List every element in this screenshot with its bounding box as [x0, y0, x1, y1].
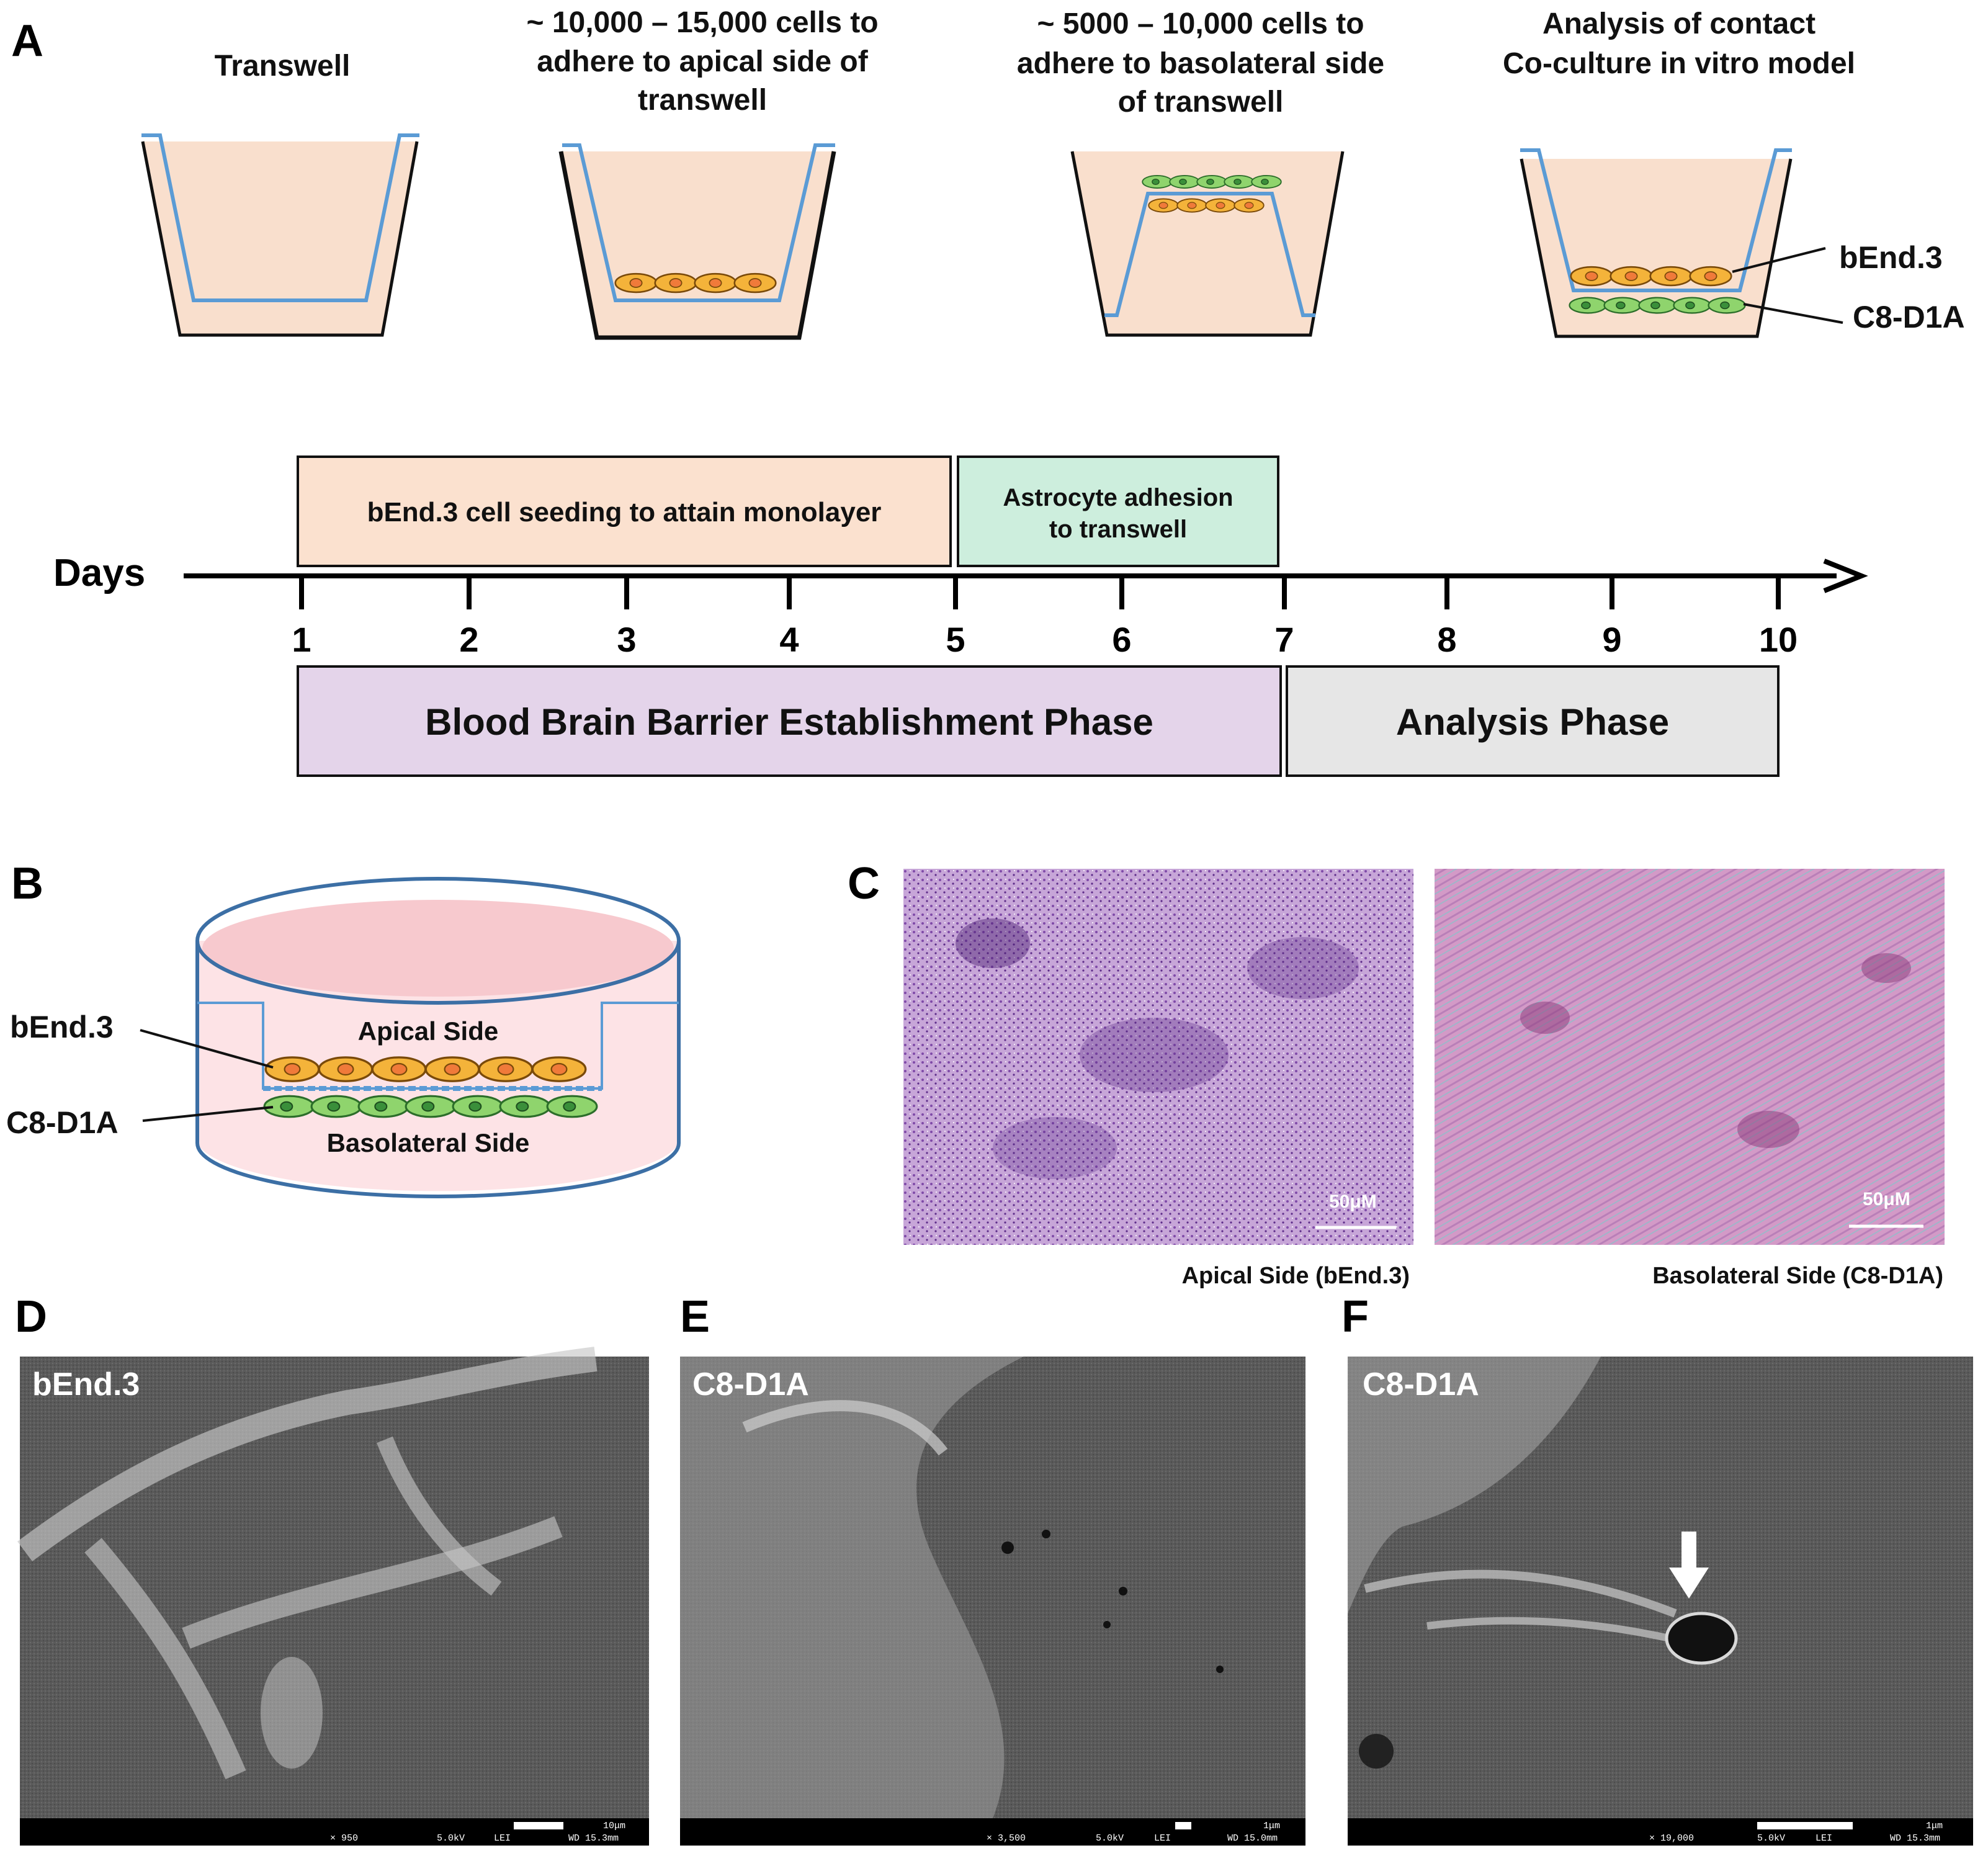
- analysis-phase-text: Analysis Phase: [1396, 701, 1669, 743]
- sem-wd-e: WD 15.0mm: [1227, 1833, 1278, 1844]
- sem-mag-e: × 3,500: [987, 1833, 1026, 1844]
- sem-det-f: LEI: [1816, 1833, 1832, 1844]
- svg-text:adhere to basolateral side: adhere to basolateral side: [1017, 47, 1384, 80]
- caption-basolateral: Basolateral Side (C8-D1A): [1652, 1263, 1943, 1289]
- svg-text:~ 10,000 – 15,000 cells to: ~ 10,000 – 15,000 cells to: [526, 6, 878, 39]
- sem-wd-d: WD 15.3mm: [568, 1833, 619, 1844]
- sem-kv-f: 5.0kV: [1757, 1833, 1785, 1844]
- caption-apical: Apical Side (bEnd.3): [1182, 1263, 1410, 1289]
- stage-header-basolateral: ~ 5000 – 10,000 cells to adhere to basol…: [1017, 7, 1384, 119]
- astro-text-1: Astrocyte adhesion: [1003, 484, 1233, 511]
- sem-label-f: C8-D1A: [1363, 1366, 1479, 1402]
- svg-text:of transwell: of transwell: [1118, 86, 1284, 119]
- day-label-9: 9: [1602, 620, 1621, 659]
- svg-text:~ 5000 – 10,000 cells to: ~ 5000 – 10,000 cells to: [1037, 7, 1364, 40]
- day-label-10: 10: [1759, 620, 1798, 659]
- day-label-2: 2: [459, 620, 478, 659]
- transwell-stage-2: [558, 143, 836, 340]
- apical-side-label: Apical Side: [358, 1016, 498, 1046]
- panel-label-f: F: [1341, 1292, 1369, 1342]
- scale-label-apical: 50μM: [1329, 1191, 1377, 1212]
- panel-label-e: E: [680, 1292, 710, 1342]
- sem-image-c8d1a-f: [1348, 1357, 1973, 1846]
- micrograph-basolateral: [1435, 869, 1945, 1245]
- sem-image-bend3: [17, 1347, 649, 1846]
- sem-scale-f: 1μm: [1926, 1821, 1943, 1831]
- seeding-box: [297, 455, 952, 567]
- svg-text:adhere to apical side of: adhere to apical side of: [537, 45, 869, 78]
- label-bend3-b: bEnd.3: [10, 1010, 114, 1044]
- micrograph-apical: [903, 869, 1413, 1245]
- panel-label-b: B: [11, 859, 43, 909]
- panel-label-a: A: [11, 16, 43, 66]
- panel-label-c: C: [848, 859, 880, 909]
- sem-mag-d: × 950: [330, 1833, 358, 1844]
- sem-scale-d: 10μm: [603, 1821, 625, 1831]
- sem-scale-e: 1μm: [1263, 1821, 1280, 1831]
- sem-kv-d: 5.0kV: [437, 1833, 465, 1844]
- sem-mag-f: × 19,000: [1649, 1833, 1694, 1844]
- stage-header-apical: ~ 10,000 – 15,000 cells to adhere to api…: [526, 6, 878, 117]
- day-label-7: 7: [1274, 620, 1294, 659]
- bbb-phase-box: [297, 665, 1282, 777]
- analysis-phase-box: [1286, 665, 1780, 777]
- bbb-phase-text: Blood Brain Barrier Establishment Phase: [425, 701, 1153, 743]
- day-label-5: 5: [946, 620, 965, 659]
- timeline: bEnd.3 cell seeding to attain monolayer …: [53, 455, 1868, 777]
- sem-wd-f: WD 15.3mm: [1890, 1833, 1940, 1844]
- sem-label-e: C8-D1A: [692, 1366, 809, 1402]
- label-bend3-a: bEnd.3: [1839, 240, 1943, 275]
- label-c8d1a-b: C8-D1A: [6, 1105, 119, 1140]
- astro-box: [957, 455, 1279, 567]
- label-c8d1a-a: C8-D1A: [1853, 300, 1965, 334]
- day-label-6: 6: [1112, 620, 1131, 659]
- sem-det-e: LEI: [1154, 1833, 1171, 1844]
- svg-text:Analysis of contact: Analysis of contact: [1542, 7, 1816, 40]
- days-axis-label: Days: [53, 552, 145, 594]
- day-label-4: 4: [779, 620, 799, 659]
- sem-det-d: LEI: [494, 1833, 511, 1844]
- basolateral-side-label: Basolateral Side: [327, 1128, 530, 1157]
- transwell-stage-1: [141, 133, 419, 337]
- svg-text:Co-culture in vitro model: Co-culture in vitro model: [1503, 47, 1855, 80]
- astro-text-2: to transwell: [1049, 516, 1187, 543]
- stage-header-transwell: Transwell: [215, 50, 351, 83]
- transwell-stage-4: [1520, 148, 1843, 338]
- day-label-8: 8: [1437, 620, 1456, 659]
- arrow-icon: [1669, 1532, 1709, 1599]
- panel-label-d: D: [15, 1292, 47, 1342]
- days-axis-arrow: [1823, 559, 1868, 593]
- transwell-stage-3: [1070, 151, 1345, 337]
- stage-header-analysis: Analysis of contact Co-culture in vitro …: [1503, 7, 1855, 80]
- seeding-text: bEnd.3 cell seeding to attain monolayer: [367, 497, 882, 527]
- sem-label-d: bEnd.3: [32, 1366, 140, 1402]
- day-label-3: 3: [617, 620, 636, 659]
- svg-text:transwell: transwell: [638, 84, 767, 117]
- scale-label-basolateral: 50μM: [1863, 1189, 1910, 1209]
- transwell-3d-diagram: [140, 877, 681, 1198]
- sem-kv-e: 5.0kV: [1096, 1833, 1124, 1844]
- day-label-1: 1: [292, 620, 311, 659]
- sem-image-c8d1a-e: [680, 1357, 1305, 1846]
